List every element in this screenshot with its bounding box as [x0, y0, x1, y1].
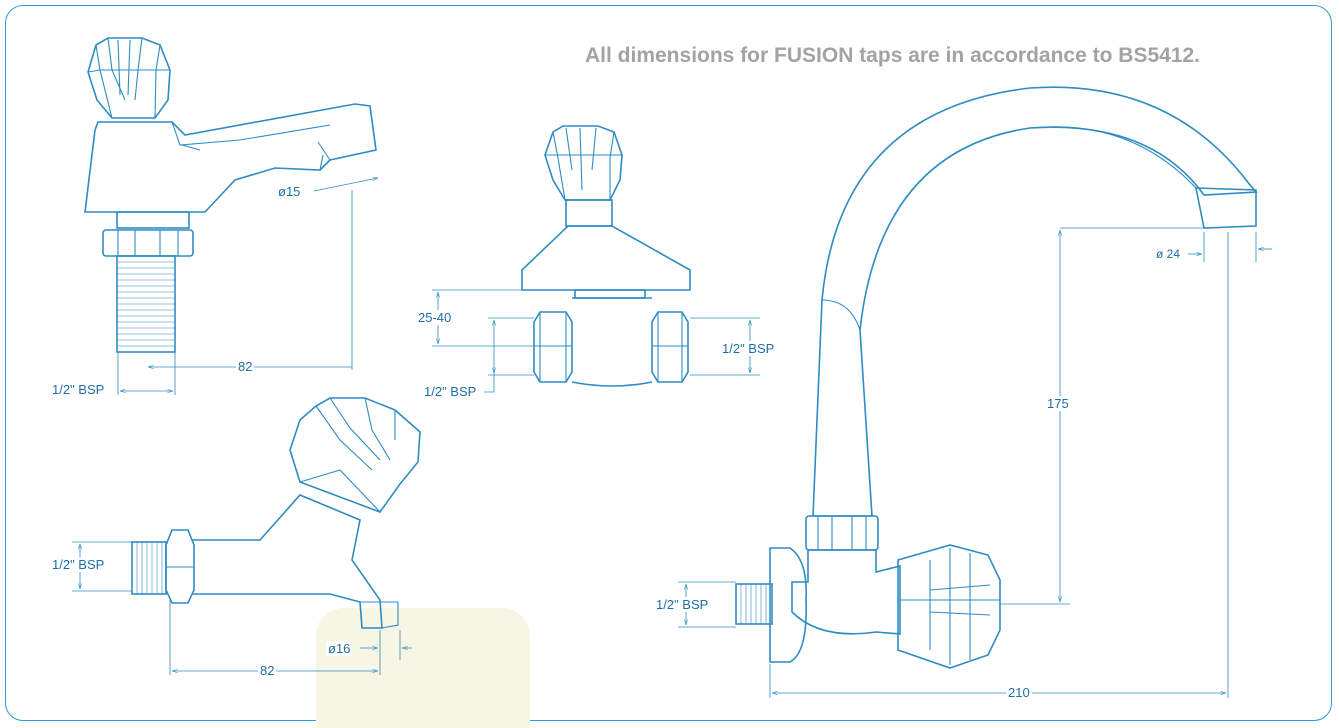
dim-valve-depth: 25-40 [416, 310, 454, 325]
dim-valve-thread-right: 1/2" BSP [720, 341, 777, 356]
dim-pillar-reach: 82 [236, 359, 255, 374]
dim-valve-thread-left: 1/2" BSP [422, 384, 479, 399]
dim-mixer-reach: 210 [1006, 685, 1032, 700]
dim-bib-diameter: ø16 [326, 641, 353, 656]
dim-bib-thread: 1/2" BSP [50, 557, 107, 572]
dim-pillar-thread: 1/2" BSP [50, 382, 107, 397]
dim-pillar-diameter: ø15 [276, 184, 303, 199]
sink-mixer-drawing [678, 86, 1272, 698]
dim-mixer-diameter: ø 24 [1154, 247, 1183, 261]
stop-valve-drawing [432, 125, 760, 393]
bib-tap-drawing [72, 397, 421, 675]
pillar-tap-drawing [84, 37, 378, 395]
drawing-frame [5, 5, 1332, 721]
dim-mixer-thread: 1/2" BSP [654, 597, 711, 612]
highlight-panel [316, 608, 530, 728]
dim-mixer-height: 175 [1045, 396, 1071, 411]
page-heading: All dimensions for FUSION taps are in ac… [585, 44, 1201, 67]
dim-bib-reach: 82 [258, 663, 277, 678]
